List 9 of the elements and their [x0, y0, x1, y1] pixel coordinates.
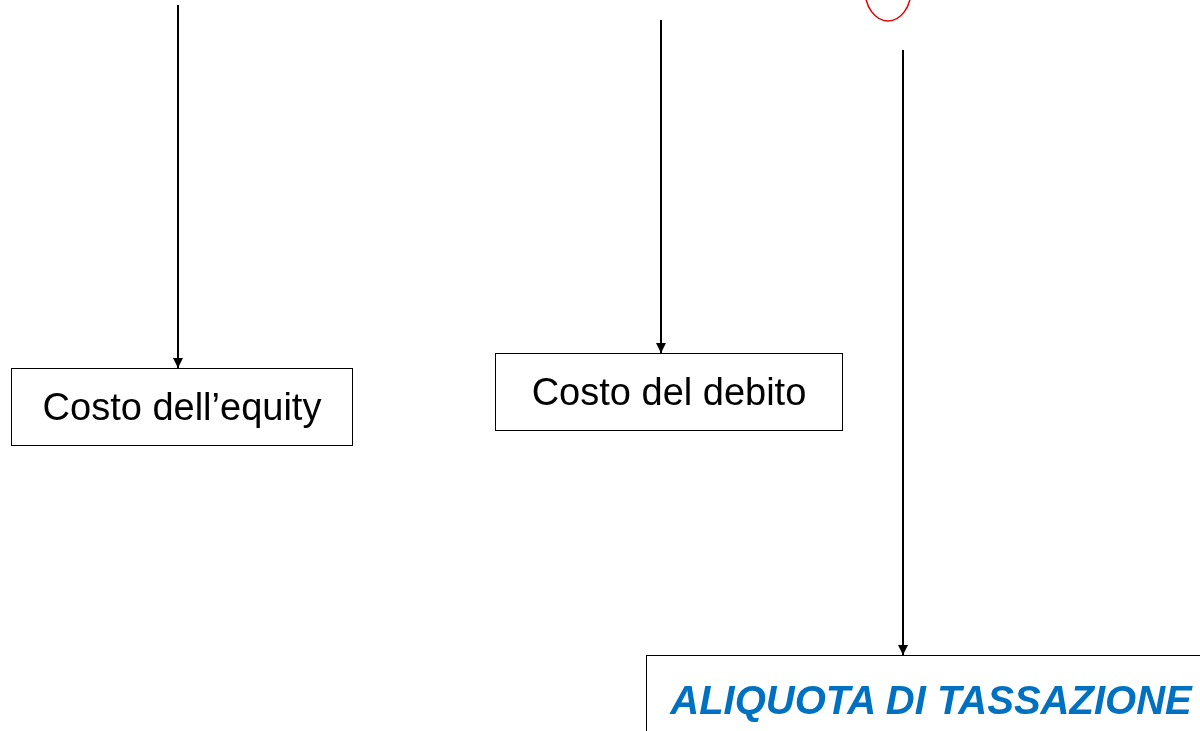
arrow	[173, 4, 183, 369]
arrow	[656, 19, 666, 354]
box-label: Costo del debito	[531, 370, 807, 414]
text-box	[495, 353, 843, 431]
text-box	[11, 368, 353, 446]
heading-text: ALIQUOTA DI TASSAZIONE	[670, 677, 1192, 723]
box-label: Costo dell’equity	[42, 385, 322, 429]
arrow	[898, 49, 908, 656]
text-box	[646, 655, 1200, 731]
